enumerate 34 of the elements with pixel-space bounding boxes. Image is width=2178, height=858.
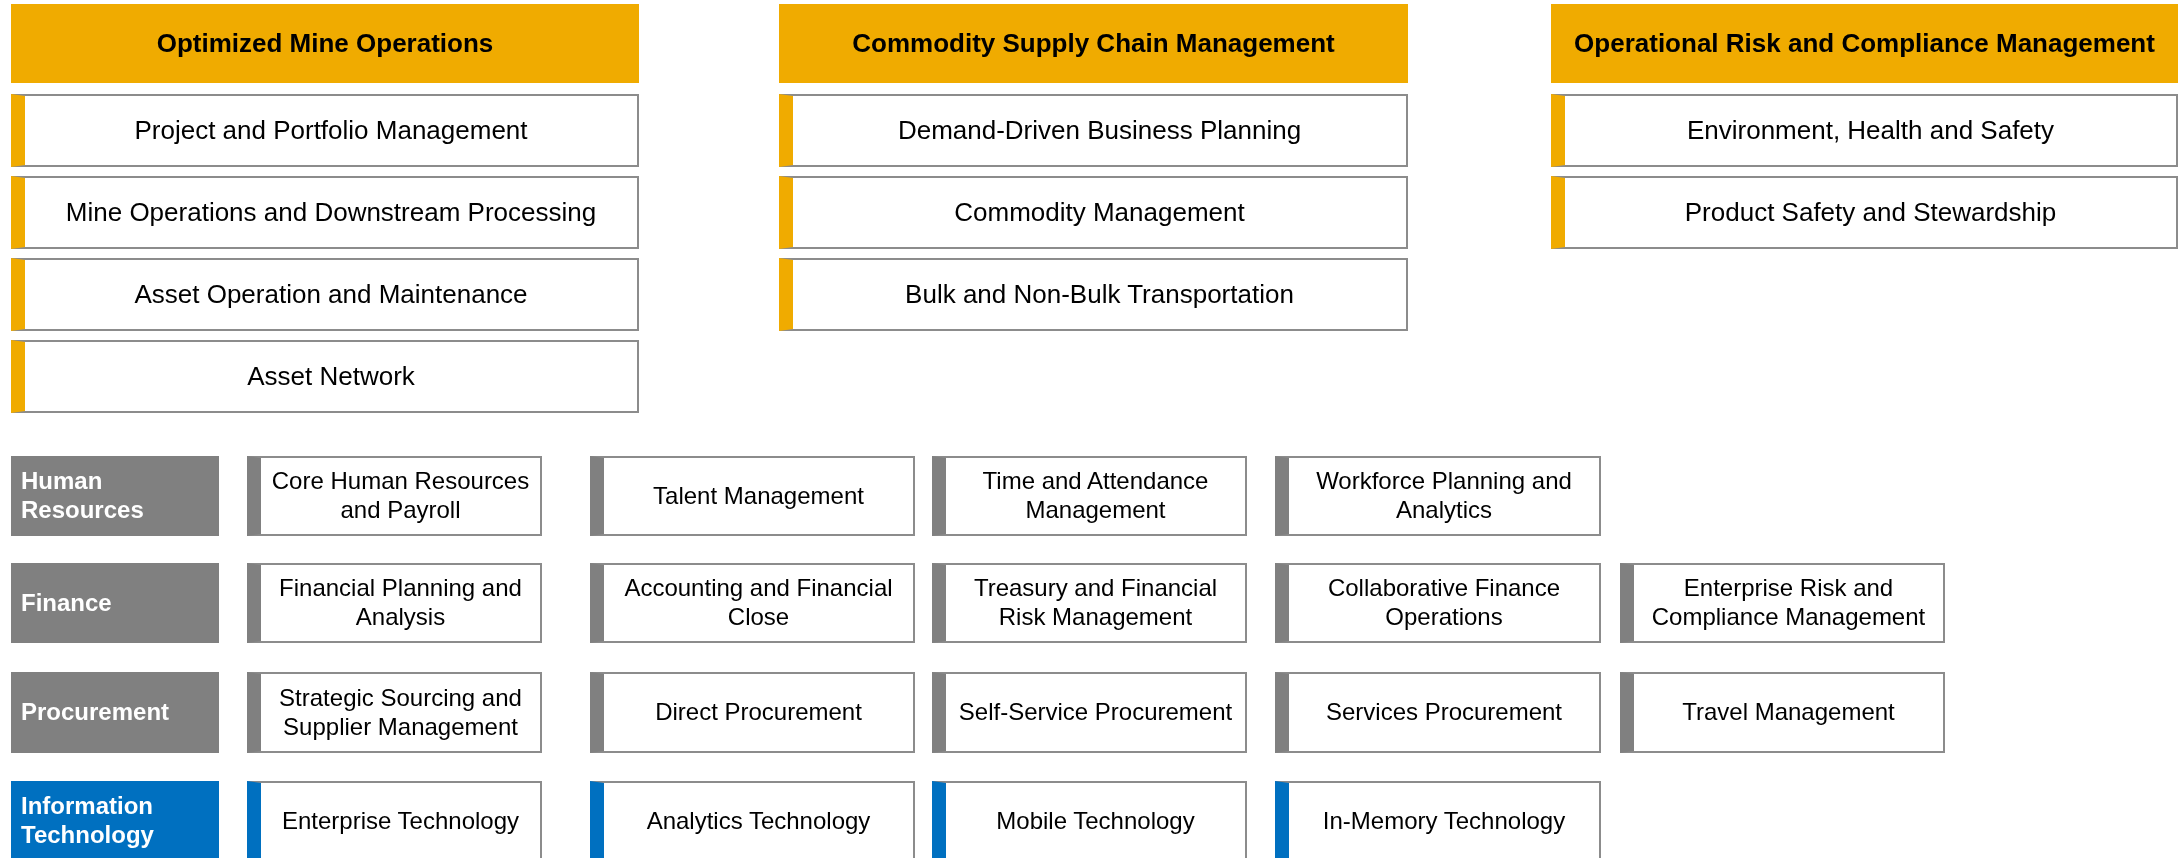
- capability-box: In-Memory Technology: [1275, 781, 1601, 858]
- capability-box: Asset Operation and Maintenance: [11, 258, 639, 331]
- capability-box: Direct Procurement: [590, 672, 915, 753]
- capability-box: Treasury and Financial Risk Management: [932, 563, 1247, 643]
- capability-box: Workforce Planning and Analytics: [1275, 456, 1601, 536]
- capability-box: Bulk and Non-Bulk Transportation: [779, 258, 1408, 331]
- capability-box: Asset Network: [11, 340, 639, 413]
- capability-box: Enterprise Technology: [247, 781, 542, 858]
- capability-box: Analytics Technology: [590, 781, 915, 858]
- capability-box: Demand-Driven Business Planning: [779, 94, 1408, 167]
- capability-box: Environment, Health and Safety: [1551, 94, 2178, 167]
- category-header: Operational Risk and Compliance Management: [1551, 4, 2178, 83]
- capability-box: Services Procurement: [1275, 672, 1601, 753]
- category-header: Optimized Mine Operations: [11, 4, 639, 83]
- area-label: Finance: [11, 563, 219, 643]
- capability-box: Project and Portfolio Management: [11, 94, 639, 167]
- capability-box: Collaborative Finance Operations: [1275, 563, 1601, 643]
- category-header: Commodity Supply Chain Management: [779, 4, 1408, 83]
- capability-box: Product Safety and Stewardship: [1551, 176, 2178, 249]
- capability-box: Mine Operations and Downstream Processing: [11, 176, 639, 249]
- capability-box: Talent Management: [590, 456, 915, 536]
- capability-box: Time and Attendance Management: [932, 456, 1247, 536]
- capability-box: Enterprise Risk and Compliance Management: [1620, 563, 1945, 643]
- area-label: Information Technology: [11, 781, 219, 858]
- capability-box: Financial Planning and Analysis: [247, 563, 542, 643]
- capability-box: Core Human Resources and Payroll: [247, 456, 542, 536]
- capability-box: Self-Service Procurement: [932, 672, 1247, 753]
- area-label: Procurement: [11, 672, 219, 753]
- capability-box: Travel Management: [1620, 672, 1945, 753]
- capability-box: Accounting and Financial Close: [590, 563, 915, 643]
- capability-box: Mobile Technology: [932, 781, 1247, 858]
- area-label: Human Resources: [11, 456, 219, 536]
- capability-box: Strategic Sourcing and Supplier Management: [247, 672, 542, 753]
- capability-box: Commodity Management: [779, 176, 1408, 249]
